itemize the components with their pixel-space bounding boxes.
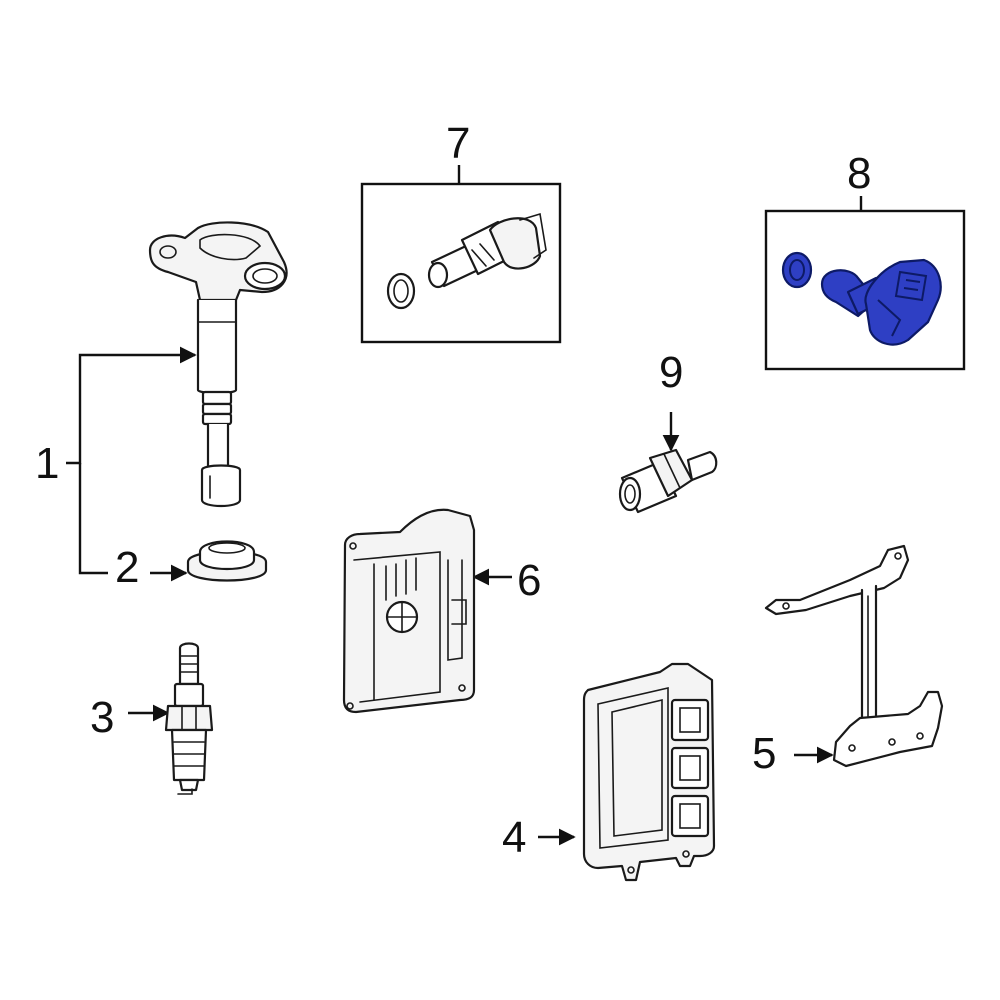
- callout-6: 6: [517, 556, 541, 605]
- bracket: [764, 544, 944, 768]
- cover: [342, 508, 476, 714]
- part-7-frame: [360, 182, 562, 344]
- callout-1: 1: [35, 439, 59, 488]
- callout-9: 9: [659, 348, 683, 397]
- sensor-highlighted: [764, 209, 966, 371]
- ignition-coil: [148, 221, 288, 508]
- callout-2: 2: [115, 543, 139, 592]
- callout-8: 8: [847, 149, 871, 198]
- seal: [186, 540, 268, 582]
- ecm: [582, 662, 716, 882]
- sensor-boxed: [360, 182, 562, 344]
- callout-5: 5: [752, 729, 776, 778]
- callout-4: 4: [502, 813, 526, 862]
- callout-3: 3: [90, 693, 114, 742]
- callout-7: 7: [446, 119, 470, 168]
- sensor: [618, 448, 718, 514]
- part-8-frame: [764, 209, 966, 371]
- leader-1: [66, 346, 197, 575]
- spark-plug: [164, 642, 214, 795]
